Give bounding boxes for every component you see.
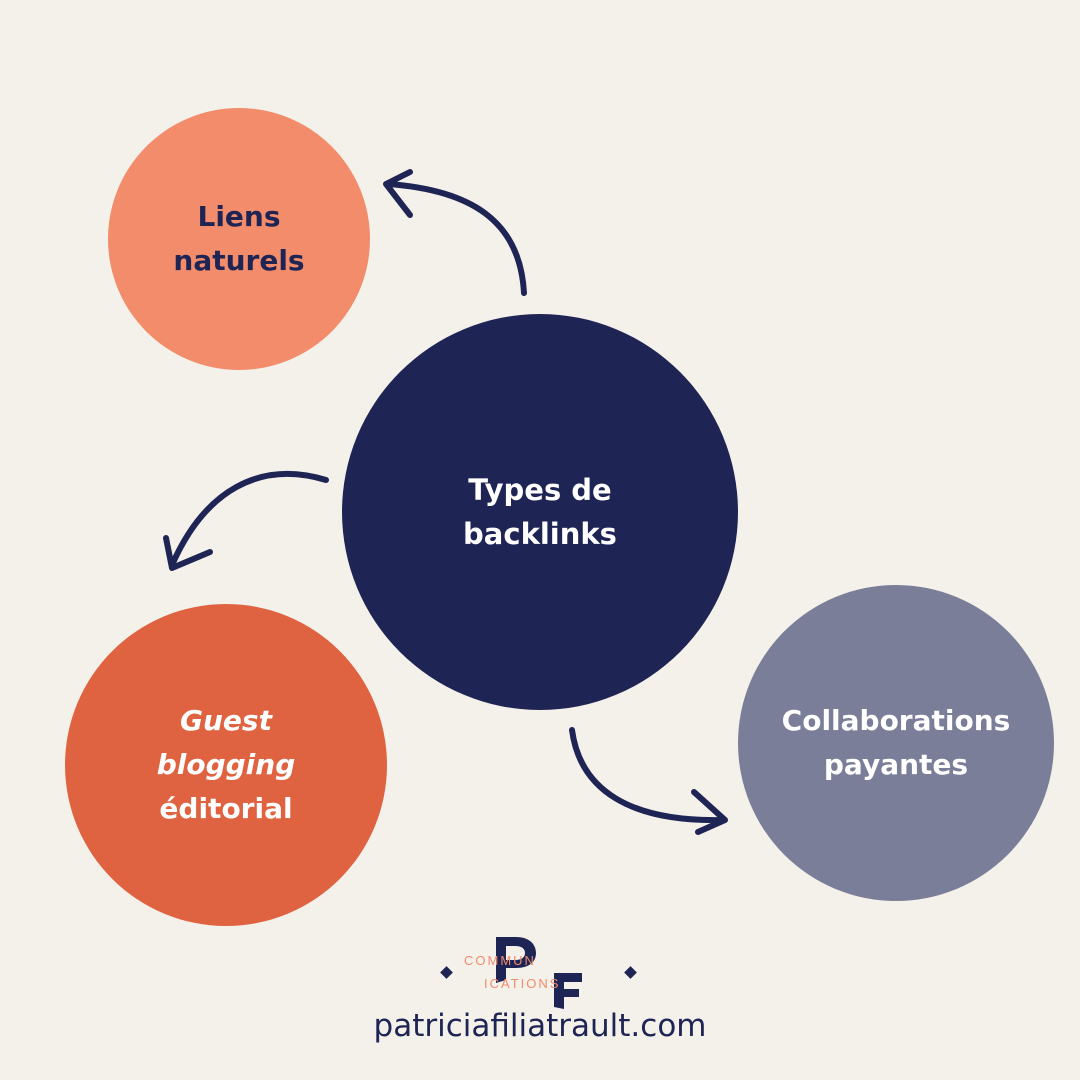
arrowhead-guest [163, 535, 213, 571]
arrowhead-collab [691, 789, 728, 835]
diamond-icon [440, 966, 453, 979]
node-label: payantes [823, 748, 969, 781]
center-label: backlinks [463, 517, 617, 551]
node-guest-blogging: Guest blogging éditorial [65, 604, 387, 926]
node-collaborations-payantes: Collaborations payantes [738, 585, 1054, 901]
arrowhead-liens [383, 169, 413, 218]
node-label: blogging [156, 748, 296, 781]
center-label: Types de [468, 473, 612, 507]
logo-text-part1: COMMUN [464, 953, 536, 968]
node-center-types-de-backlinks: Types de backlinks [342, 314, 738, 710]
footer-url: patriciafiliatrault.com [373, 1008, 707, 1044]
arrow-to-collab [569, 727, 725, 824]
logo-letter-p [496, 937, 536, 983]
node-label: Liens [197, 200, 281, 233]
node-label: éditorial [159, 792, 293, 825]
diamond-icon [624, 966, 637, 979]
logo-letter-f [554, 973, 582, 1009]
arrow-to-liens [385, 181, 527, 296]
node-liens-naturels: Liens naturels [108, 108, 370, 370]
logo-text-part2: ICATIONS [484, 976, 560, 991]
node-label: naturels [173, 244, 305, 277]
arrow-to-guest [169, 470, 329, 568]
pf-communications-logo: COMMUN ICATIONS [440, 937, 637, 1009]
node-label: Guest [180, 704, 272, 737]
node-label: Collaborations [781, 704, 1011, 737]
